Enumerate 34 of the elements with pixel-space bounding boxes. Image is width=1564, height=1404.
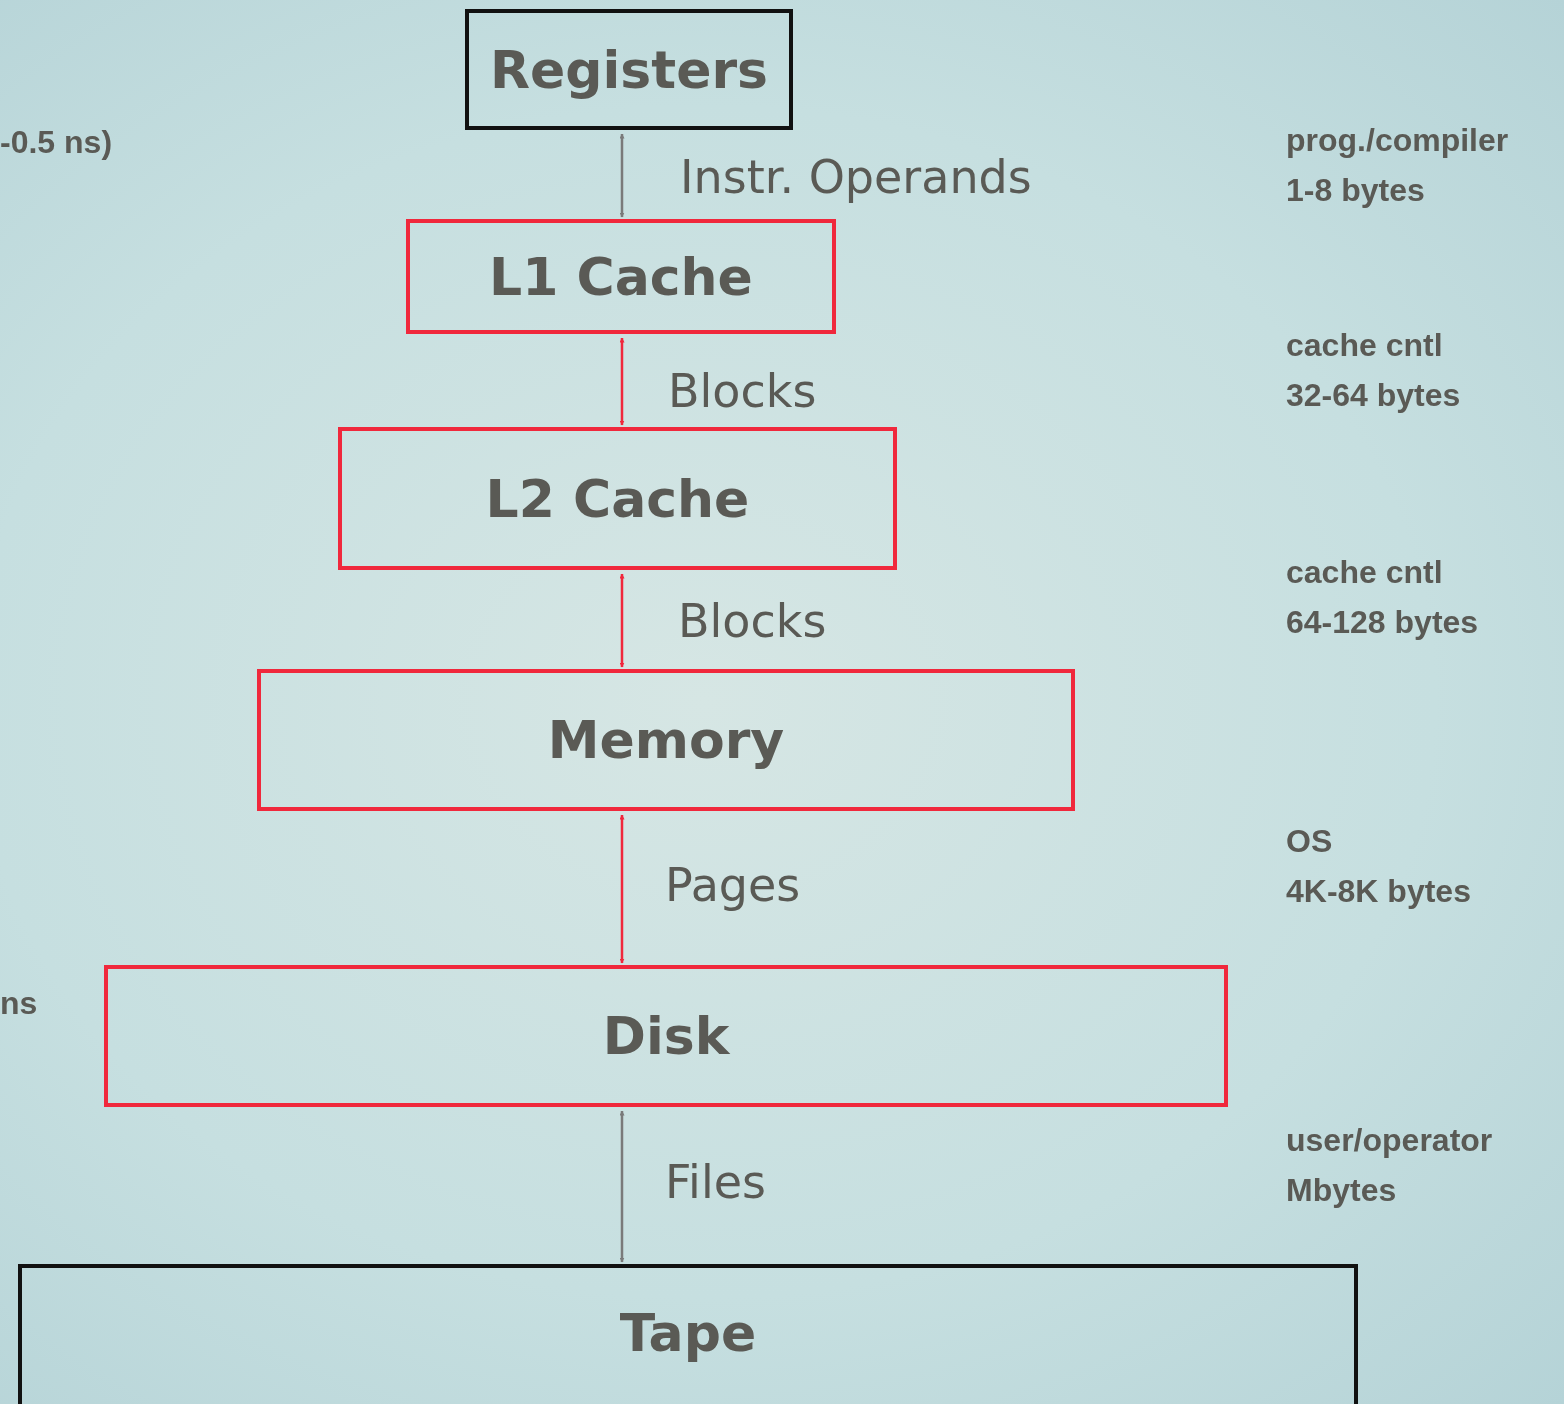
edge-label: Blocks	[678, 594, 827, 648]
level-name: Tape	[619, 1303, 757, 1363]
side-note: cache cntl	[1286, 554, 1443, 591]
level-name: Disk	[602, 1006, 730, 1066]
level-name: L2 Cache	[485, 468, 750, 529]
side-note: 64-128 bytes	[1286, 604, 1479, 641]
edge-label: Pages	[665, 858, 801, 912]
level-name: Registers	[490, 39, 768, 100]
edge-label: Files	[665, 1155, 766, 1209]
level-box	[257, 669, 1075, 811]
double-arrow	[619, 337, 625, 426]
side-note: prog./compiler	[1286, 122, 1509, 159]
level-box	[104, 965, 1228, 1107]
edge-label: Blocks	[668, 364, 817, 418]
level-name: Memory	[547, 710, 785, 770]
double-arrow	[619, 1110, 625, 1263]
level-box	[338, 427, 897, 570]
level-box	[406, 219, 836, 334]
level-box	[465, 9, 793, 130]
side-note: 32-64 bytes	[1286, 377, 1461, 414]
side-note: -0.5 ns)	[0, 124, 113, 161]
level-box	[18, 1264, 1358, 1404]
edge-label: Instr. Operands	[680, 150, 1032, 204]
side-note: OS	[1286, 823, 1333, 860]
level-name: L1 Cache	[489, 246, 753, 307]
side-note: user/operator	[1286, 1122, 1493, 1159]
double-arrow	[619, 133, 625, 218]
side-note: ns	[0, 985, 38, 1022]
side-note: Mbytes	[1286, 1172, 1397, 1209]
side-note: 1-8 bytes	[1286, 172, 1425, 209]
double-arrow	[619, 573, 625, 668]
side-note: 4K-8K bytes	[1286, 873, 1471, 910]
side-note: cache cntl	[1286, 327, 1443, 364]
double-arrow	[619, 814, 625, 964]
